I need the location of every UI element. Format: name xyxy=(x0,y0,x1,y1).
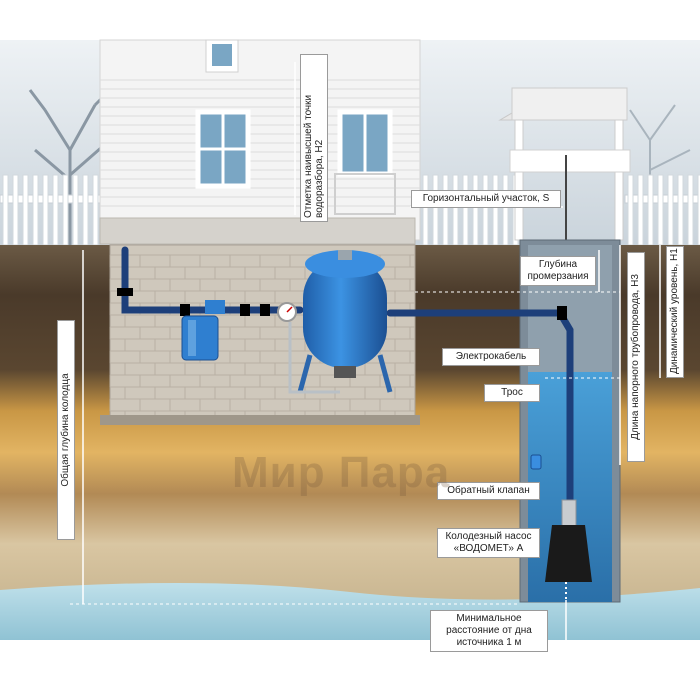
well-house xyxy=(498,87,631,250)
reference-lines xyxy=(70,291,620,605)
pump-label: Колодезный насос «ВОДОМЕТ» А xyxy=(437,528,540,558)
foundation xyxy=(99,217,416,245)
rope-label: Трос xyxy=(484,384,540,402)
check-valve xyxy=(530,454,542,470)
h2-label: Отметка наивысшей точки водоразбора, H2 xyxy=(300,54,328,222)
horizontal-section-label: Горизонтальный участок, S xyxy=(411,190,561,208)
cable-label: Электрокабель xyxy=(442,348,540,366)
pipe-length-label: Длина напорного трубопровода, H3 xyxy=(627,252,645,462)
watermark: Мир Пара xyxy=(232,448,451,497)
hydraulic-tank xyxy=(288,250,393,394)
water-filter-2 xyxy=(205,300,225,314)
water-filter xyxy=(181,315,219,361)
house xyxy=(99,39,421,245)
frost-depth-label: Глубина промерзания xyxy=(520,256,596,286)
dynamic-level-label: Динамический уровень, H1 xyxy=(666,246,684,378)
min-distance-label: Минимальное расстояние от дна источника … xyxy=(430,610,548,652)
submersible-pump xyxy=(545,499,592,602)
pressure-gauge xyxy=(277,302,297,322)
total-depth-label: Общая глубина колодца xyxy=(57,320,75,540)
tree-left xyxy=(28,83,117,245)
check-valve-label: Обратный клапан xyxy=(437,482,540,500)
